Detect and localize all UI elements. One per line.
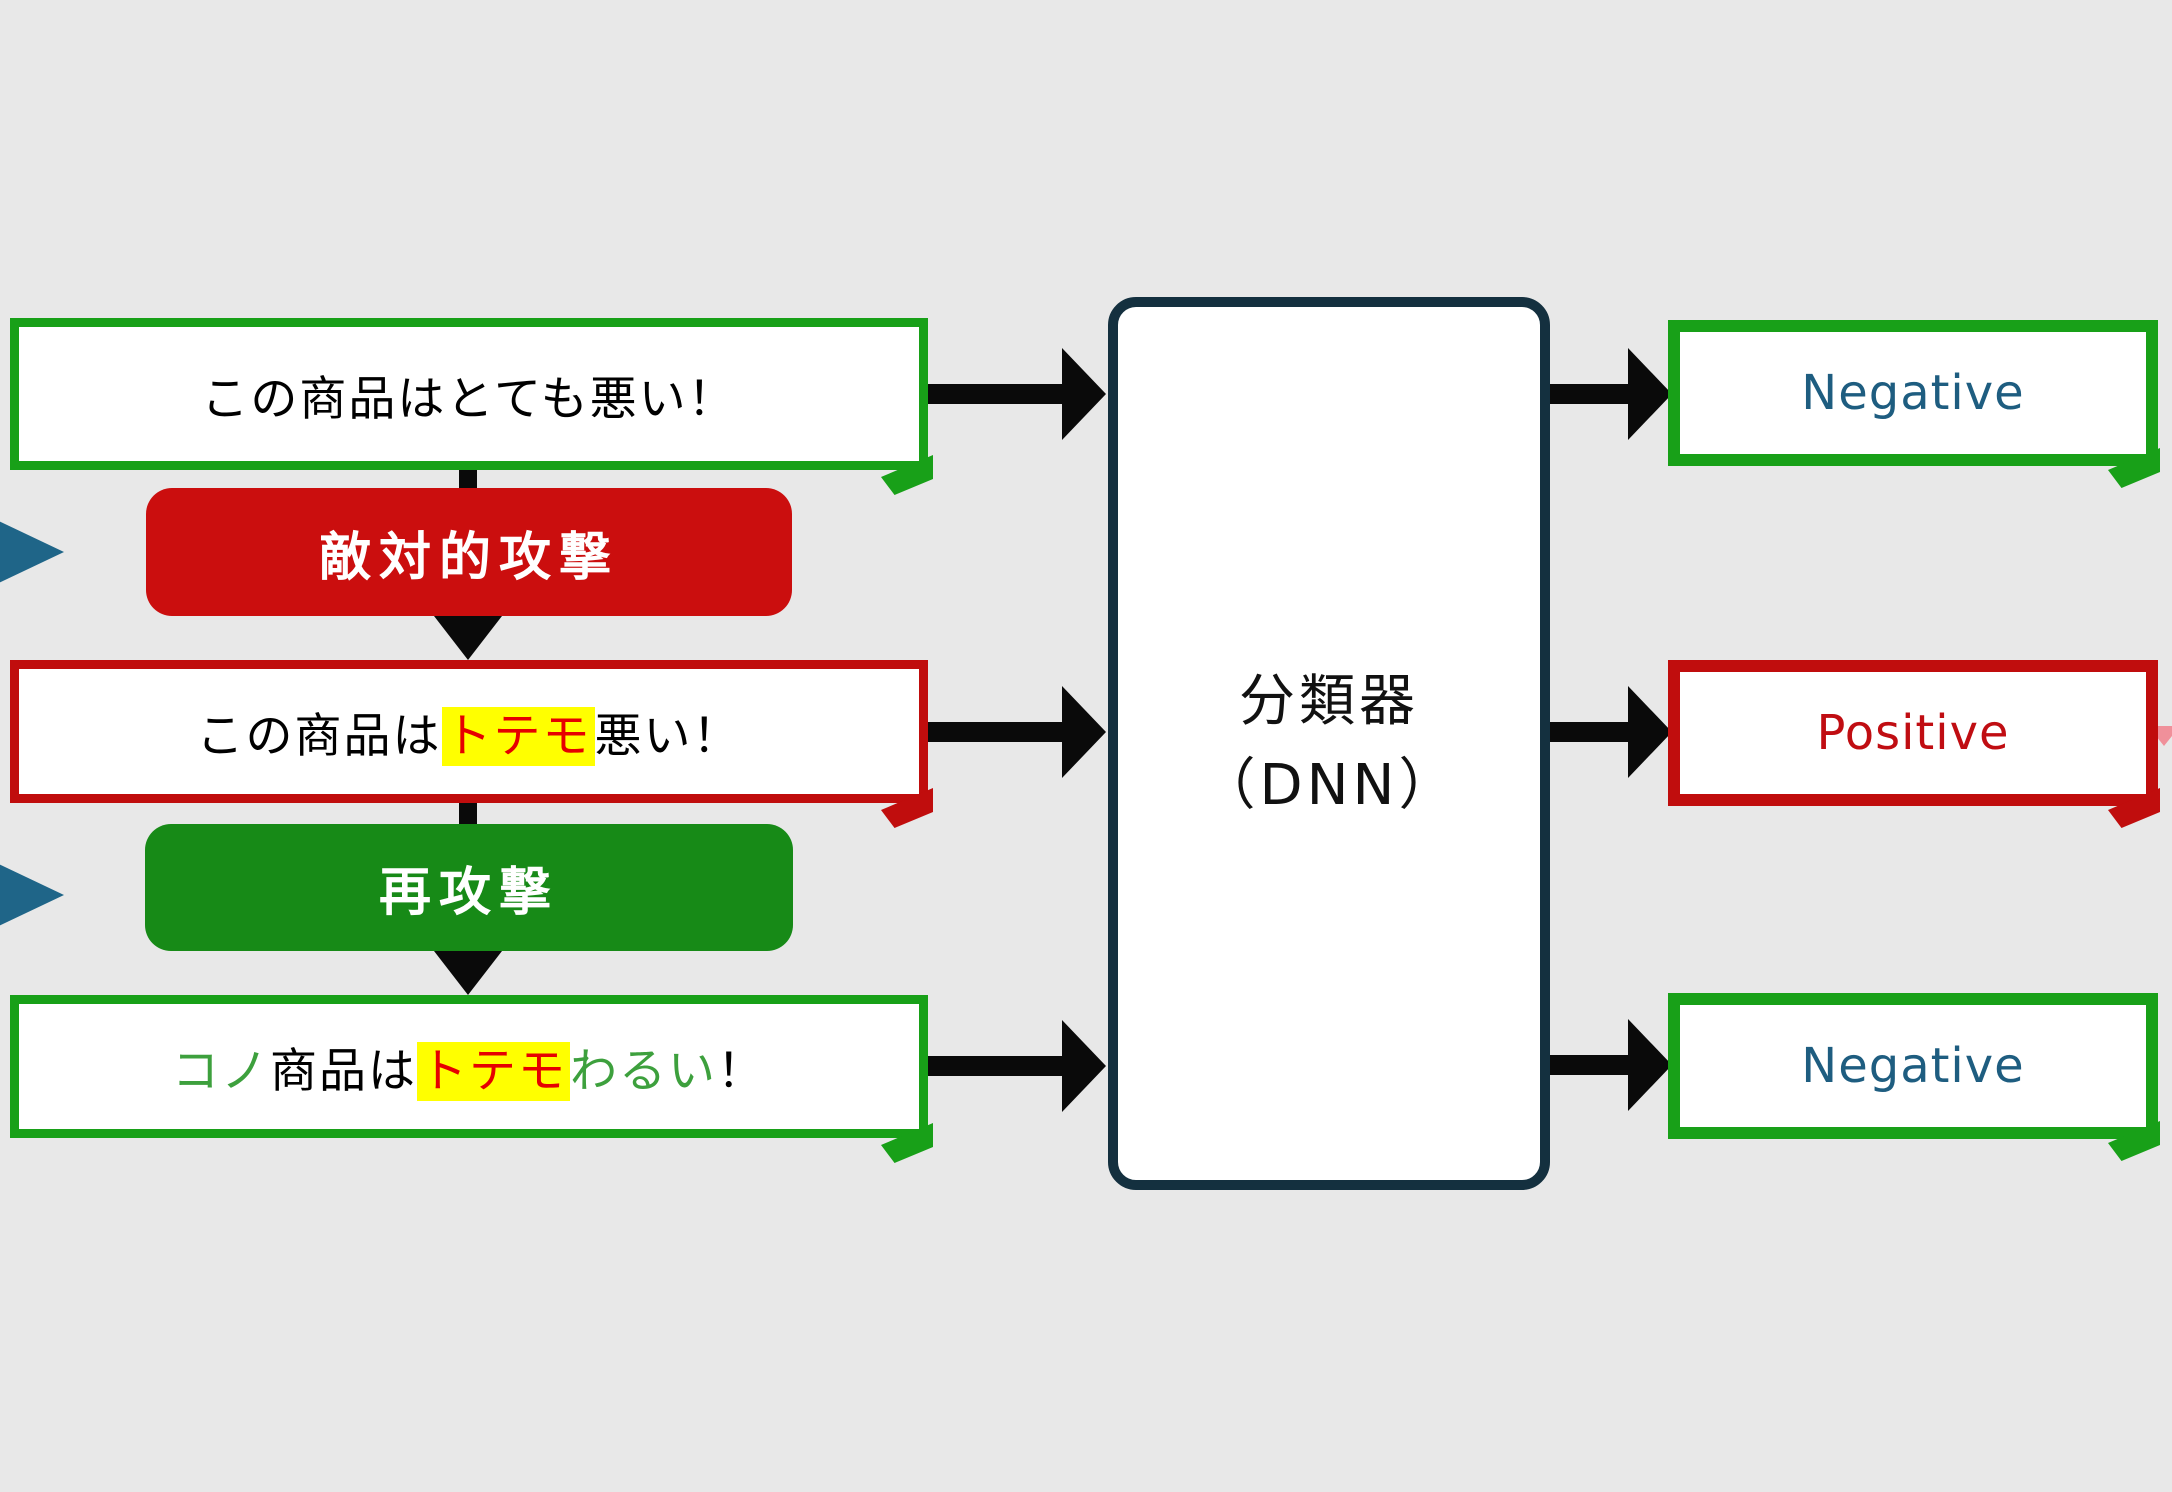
- connector-attack-to-adversarial-arrowhead: [434, 616, 502, 660]
- callout-output-top: Negative: [1668, 320, 2160, 488]
- output-top-label: Negative: [1801, 365, 2025, 421]
- classifier-box: 分類器 （DNN）: [1108, 297, 1550, 1190]
- arrow-classifier-to-output-middle-head: [1628, 686, 1672, 778]
- callout-adversarial-sentence: この商品はトテモ悪い！: [10, 660, 933, 828]
- callout-fold-icon: [2108, 448, 2160, 488]
- arrow-adversarial-to-classifier-head: [1062, 686, 1106, 778]
- callout-readversarial-sentence: コノ商品はトテモわるい！: [10, 995, 933, 1163]
- arrow-readversarial-to-classifier-bar: [924, 1056, 1066, 1076]
- attack-step-pill: 敵対的攻撃: [146, 488, 792, 616]
- adversarial-sentence-text: この商品はトテモ悪い！: [197, 697, 742, 766]
- callout-fold-icon: [881, 788, 933, 828]
- arrow-readversarial-to-classifier-head: [1062, 1020, 1106, 1112]
- connector-reattack-to-readversarial-arrowhead: [434, 951, 502, 995]
- reattack-step-label: 再攻撃: [378, 863, 559, 923]
- readversarial-seg1: コノ: [172, 1044, 270, 1099]
- original-sentence-text: この商品はとても悪い！: [201, 371, 737, 427]
- connector-adversarial-to-reattack-bar: [459, 794, 477, 832]
- attack-step-label: 敵対的攻撃: [318, 527, 619, 588]
- arrow-adversarial-to-classifier-bar: [924, 722, 1066, 742]
- arrow-original-to-classifier-head: [1062, 348, 1106, 440]
- readversarial-seg4: わるい: [570, 1044, 717, 1099]
- arrow-classifier-to-output-bottom-head: [1628, 1019, 1672, 1111]
- output-middle-label: Positive: [1816, 705, 2010, 761]
- classifier-subtitle: （DNN）: [1199, 752, 1459, 818]
- arrow-original-to-classifier-bar: [924, 384, 1066, 404]
- classifier-title: 分類器: [1239, 668, 1419, 734]
- reattack-step-pill: 再攻撃: [145, 824, 793, 951]
- callout-fold-icon: [881, 455, 933, 495]
- callout-output-middle: Positive: [1668, 660, 2160, 828]
- arrow-classifier-to-output-top-bar: [1544, 384, 1636, 404]
- arrow-classifier-to-output-middle-bar: [1544, 722, 1636, 742]
- arrow-classifier-to-output-top-head: [1628, 348, 1672, 440]
- callout-fold-icon: [2108, 1121, 2160, 1161]
- readversarial-perturbed-word: トテモ: [417, 1042, 570, 1101]
- readversarial-sentence-text: コノ商品はトテモわるい！: [172, 1032, 766, 1101]
- callout-fold-icon: [881, 1123, 933, 1163]
- step-pointer-attack-icon: [0, 515, 64, 589]
- callout-output-bottom: Negative: [1668, 993, 2160, 1161]
- output-bottom-label: Negative: [1801, 1038, 2025, 1094]
- callout-fold-icon: [2108, 788, 2160, 828]
- adversarial-suffix: 悪い！: [594, 709, 742, 764]
- adversarial-prefix: この商品は: [196, 709, 442, 764]
- readversarial-seg5: ！: [717, 1044, 766, 1099]
- readversarial-seg2: 商品は: [270, 1044, 417, 1099]
- arrow-classifier-to-output-bottom-bar: [1544, 1055, 1636, 1075]
- adversarial-perturbed-word: トテモ: [441, 707, 595, 766]
- callout-original-sentence: この商品はとても悪い！: [10, 318, 933, 495]
- step-pointer-reattack-icon: [0, 858, 64, 932]
